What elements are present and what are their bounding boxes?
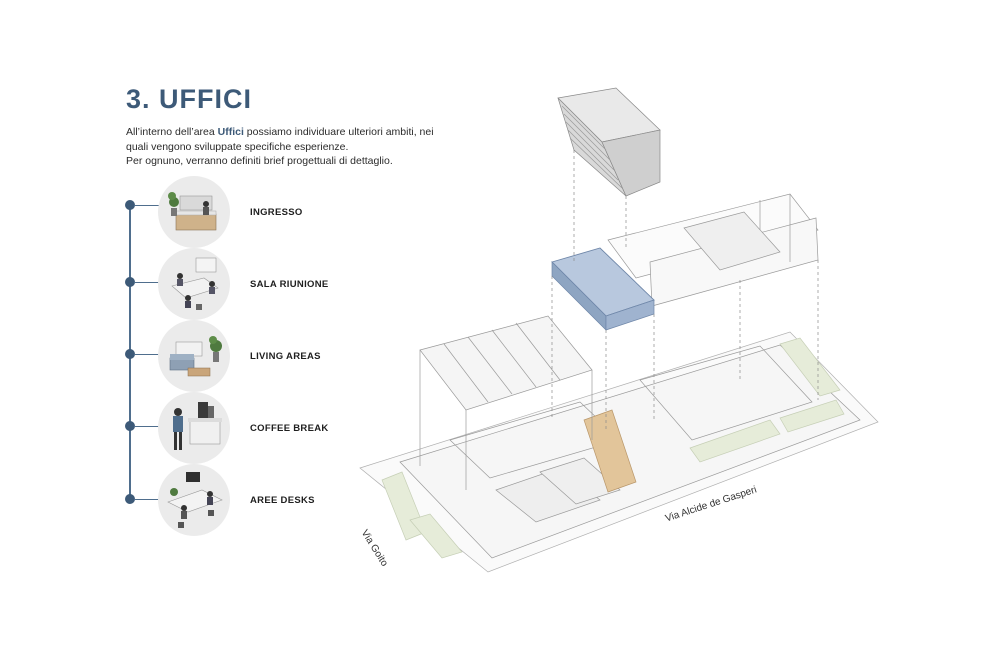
page-title: 3. UFFICI <box>126 84 253 114</box>
area-item-living-areas[interactable]: LIVING AREAS <box>125 320 425 392</box>
area-label: SALA RIUNIONE <box>250 279 329 290</box>
connector-line <box>134 426 160 427</box>
area-label: LIVING AREAS <box>250 351 321 362</box>
intro-text: All’interno dell’area Uffici possiamo in… <box>126 125 456 169</box>
intro-after: possiamo individuare ulteriori ambiti, n… <box>126 126 434 153</box>
area-item-aree-desks[interactable]: AREE DESKS <box>125 464 425 536</box>
timeline-dot <box>125 421 135 431</box>
area-label: INGRESSO <box>250 207 303 218</box>
timeline-dot <box>125 494 135 504</box>
timeline-dot <box>125 277 135 287</box>
lounge-icon <box>158 320 230 392</box>
area-item-sala-riunione[interactable]: SALA RIUNIONE <box>125 248 425 320</box>
desks-icon <box>158 464 230 536</box>
connector-line <box>134 354 160 355</box>
area-item-ingresso[interactable]: INGRESSO <box>125 176 425 248</box>
meeting-room-icon <box>158 248 230 320</box>
timeline-dot <box>125 349 135 359</box>
coffee-icon <box>158 392 230 464</box>
connector-line <box>134 499 160 500</box>
intro-line2: Per ognuno, verranno definiti brief prog… <box>126 155 393 167</box>
area-label: COFFEE BREAK <box>250 423 329 434</box>
connector-line <box>134 282 160 283</box>
area-item-coffee-break[interactable]: COFFEE BREAK <box>125 392 425 464</box>
intro-before: All’interno dell’area <box>126 126 218 138</box>
reception-icon <box>158 176 230 248</box>
intro-highlight: Uffici <box>217 126 244 138</box>
axonometric-building-diagram <box>359 87 879 573</box>
timeline-dot <box>125 200 135 210</box>
connector-line <box>134 205 160 206</box>
area-label: AREE DESKS <box>250 495 315 506</box>
